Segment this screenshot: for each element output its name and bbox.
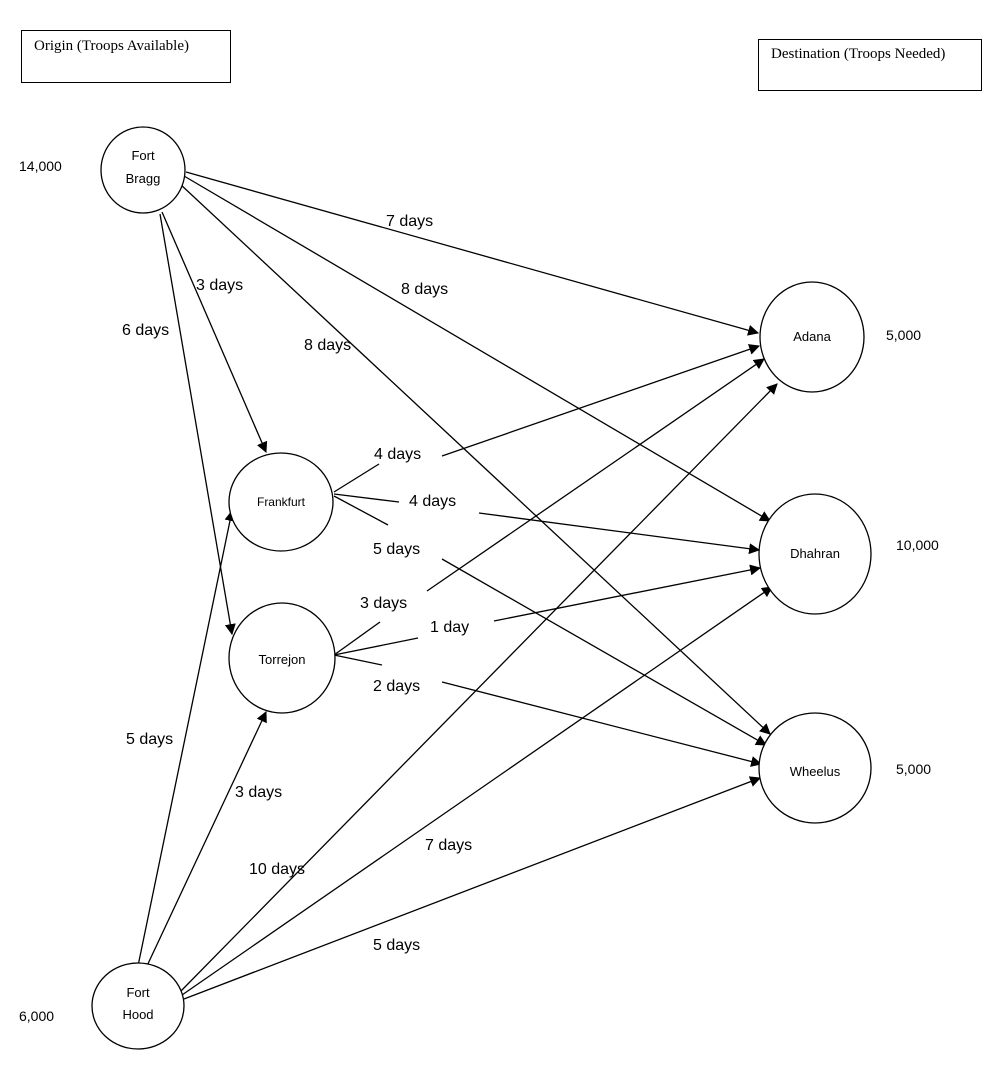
edge-label-frankfurt-dhahran: 4 days: [409, 493, 456, 510]
edge-hood-adana: [179, 383, 778, 993]
edge-bragg-dhahran: [183, 175, 771, 522]
node-torrejon: Torrejon: [228, 602, 336, 714]
fort-bragg-label-line2: Bragg: [126, 171, 161, 186]
node-dhahran: Dhahran: [758, 493, 872, 615]
edge-hood-wheelus: [183, 776, 762, 1000]
node-wheelus: Wheelus: [758, 712, 872, 824]
edge-hood-torrejon: [145, 711, 267, 969]
edge-label-hood-torrejon: 3 days: [235, 784, 282, 801]
edge-label-hood-wheelus: 5 days: [373, 937, 420, 954]
edge-label-bragg-adana: 7 days: [386, 213, 433, 230]
edge-label-bragg-frankfurt: 3 days: [196, 277, 243, 294]
node-frankfurt: Frankfurt: [228, 452, 334, 552]
fort-bragg-label-line1: Fort: [131, 148, 155, 163]
destination-header-box: Destination (Troops Needed): [758, 39, 982, 91]
node-fort-bragg: Fort Bragg: [100, 126, 186, 214]
edge-label-torrejon-wheelus: 2 days: [373, 678, 420, 695]
edge-label-torrejon-adana: 3 days: [360, 595, 407, 612]
edge-torrejon-wheelus-b: [441, 681, 763, 767]
edge-bragg-torrejon: [159, 213, 236, 636]
edge-label-bragg-dhahran: 8 days: [401, 281, 448, 298]
edge-label-bragg-wheelus: 8 days: [304, 337, 351, 354]
edge-frankfurt-adana-b: [441, 344, 761, 457]
edge-hood-frankfurt: [137, 509, 236, 967]
frankfurt-label: Frankfurt: [257, 495, 306, 509]
fort-hood-label-line2: Hood: [122, 1007, 153, 1022]
node-adana: Adana: [759, 281, 865, 393]
destination-header-label: Destination (Troops Needed): [771, 46, 946, 62]
edge-frankfurt-adana-a: [333, 463, 380, 493]
wheelus-label: Wheelus: [790, 764, 841, 779]
edges: [137, 171, 778, 1000]
edge-torrejon-dhahran-b: [493, 564, 762, 622]
edge-frankfurt-wheelus-a: [333, 495, 389, 526]
edge-hood-dhahran: [181, 586, 773, 996]
edge-label-frankfurt-wheelus: 5 days: [373, 541, 420, 558]
fort-hood-quantity: 6,000: [19, 1008, 54, 1024]
edge-label-hood-dhahran: 7 days: [425, 837, 472, 854]
edge-bragg-frankfurt: [161, 211, 268, 454]
adana-quantity: 5,000: [886, 327, 921, 343]
wheelus-quantity: 5,000: [896, 761, 931, 777]
edge-torrejon-dhahran-a: [333, 637, 419, 656]
dhahran-quantity: 10,000: [896, 537, 939, 553]
edge-labels: 7 days 8 days 8 days 3 days 6 days 4 day…: [122, 213, 472, 954]
dhahran-label: Dhahran: [790, 546, 840, 561]
edge-label-torrejon-dhahran: 1 day: [430, 619, 469, 636]
edge-torrejon-wheelus-a: [333, 654, 383, 666]
origin-header-box: Origin (Troops Available): [21, 30, 231, 83]
edge-frankfurt-dhahran-a: [333, 493, 400, 503]
edge-label-hood-frankfurt: 5 days: [126, 731, 173, 748]
edge-torrejon-adana-b: [426, 358, 765, 592]
edge-bragg-adana: [185, 171, 760, 336]
torrejon-label: Torrejon: [259, 652, 306, 667]
edge-torrejon-adana-a: [333, 621, 381, 656]
edge-frankfurt-wheelus-b: [441, 558, 767, 746]
adana-label: Adana: [793, 329, 831, 344]
edge-label-frankfurt-adana: 4 days: [374, 446, 421, 463]
edge-bragg-wheelus: [179, 183, 771, 735]
fort-bragg-quantity: 14,000: [19, 158, 62, 174]
origin-header-label: Origin (Troops Available): [34, 38, 189, 54]
edge-frankfurt-dhahran-b: [478, 512, 761, 555]
fort-hood-label-line1: Fort: [126, 985, 150, 1000]
edge-label-bragg-torrejon: 6 days: [122, 322, 169, 339]
node-fort-hood: Fort Hood: [91, 962, 185, 1050]
edge-label-hood-adana: 10 days: [249, 861, 305, 878]
